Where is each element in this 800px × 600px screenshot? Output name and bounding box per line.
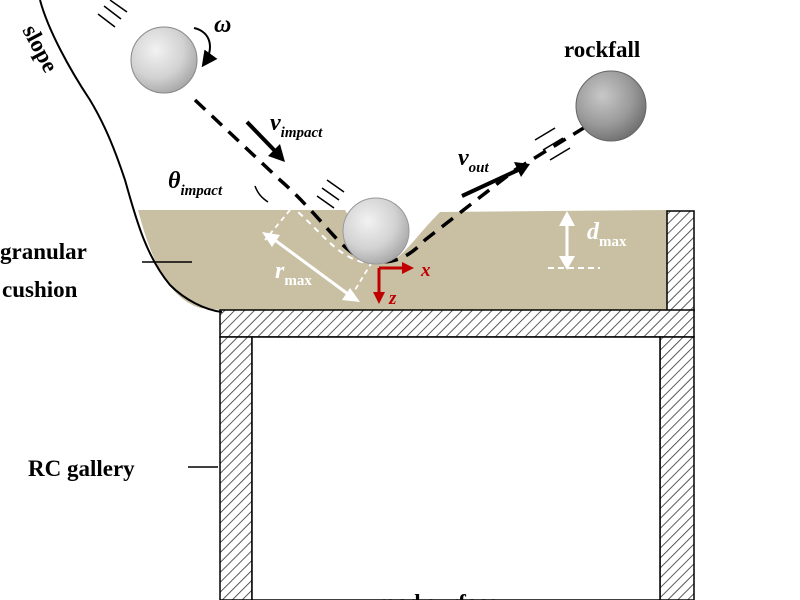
rc-gallery-structure xyxy=(219,210,695,600)
d-max-symbol: d xyxy=(587,219,600,245)
v-impact-subscript: impact xyxy=(281,125,323,141)
v-out-arrow xyxy=(461,162,530,198)
r-max-label: rmax xyxy=(275,258,312,289)
granular-label: granular xyxy=(0,239,87,264)
r-max-symbol: r xyxy=(275,258,285,284)
road-surface-label: road surface xyxy=(375,590,498,600)
rockfall-label: rockfall xyxy=(564,37,640,62)
slope-line xyxy=(39,0,223,313)
z-axis-label: z xyxy=(388,288,397,309)
r-max-indicator xyxy=(262,209,373,302)
v-out-symbol: v xyxy=(458,145,469,171)
cushion-label: cushion xyxy=(2,277,78,302)
slope-label: slope xyxy=(18,21,63,77)
coordinate-axes xyxy=(373,262,414,304)
v-out-subscript: out xyxy=(469,160,490,176)
rebounding-rock xyxy=(534,70,647,161)
d-max-subscript: max xyxy=(599,234,627,250)
v-impact-symbol: v xyxy=(270,110,281,136)
d-max-label: dmax xyxy=(587,219,627,250)
theta-impact-label: θimpact xyxy=(168,168,223,199)
incoming-rock xyxy=(97,0,218,94)
theta-impact-symbol: θ xyxy=(168,168,181,194)
d-max-indicator xyxy=(548,211,600,270)
r-max-subscript: max xyxy=(284,273,312,289)
v-impact-label: vimpact xyxy=(270,110,323,141)
x-axis-label: x xyxy=(420,260,431,281)
rc-gallery-label: RC gallery xyxy=(28,456,135,481)
crater-outline xyxy=(289,204,431,264)
theta-impact-subscript: impact xyxy=(180,183,222,199)
omega-label: ω xyxy=(214,12,231,38)
v-impact-arrow xyxy=(245,120,285,162)
v-out-label: vout xyxy=(458,145,489,176)
theta-impact-arc xyxy=(254,185,269,203)
impacting-rock xyxy=(316,179,410,265)
